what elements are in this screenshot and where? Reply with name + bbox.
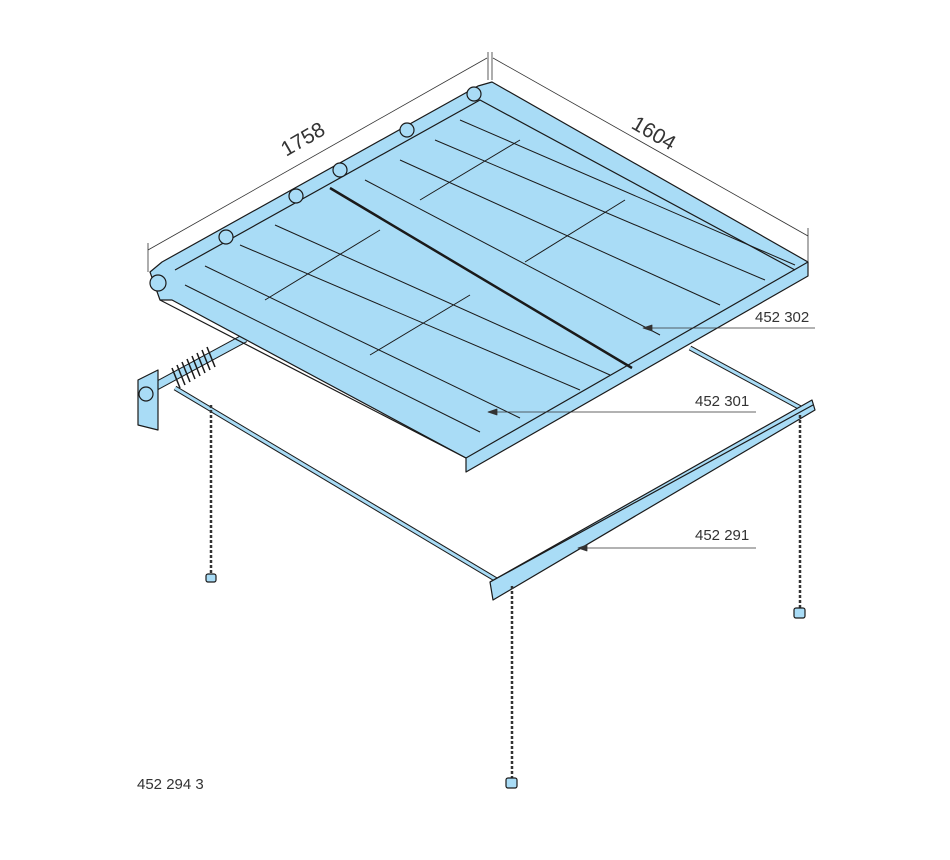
- part-label-452-301: 452 301: [695, 393, 750, 410]
- support-bar-452-291: [489, 399, 816, 601]
- chain-hooks: [205, 573, 806, 789]
- part-label-452-302: 452 302: [755, 309, 810, 326]
- part-label-452-291: 452 291: [695, 527, 750, 544]
- spring: [171, 346, 216, 389]
- ribs: [184, 119, 796, 433]
- leader-lines: [487, 324, 815, 552]
- hinge-eyes: [149, 86, 482, 292]
- drawing-number: 452 294 3: [137, 776, 204, 793]
- rear-rod-fill: [689, 346, 809, 414]
- front-rod-fill: [174, 386, 501, 584]
- chains: [209, 405, 802, 782]
- panel-divider: [329, 186, 633, 370]
- dimension-lines: [147, 52, 809, 272]
